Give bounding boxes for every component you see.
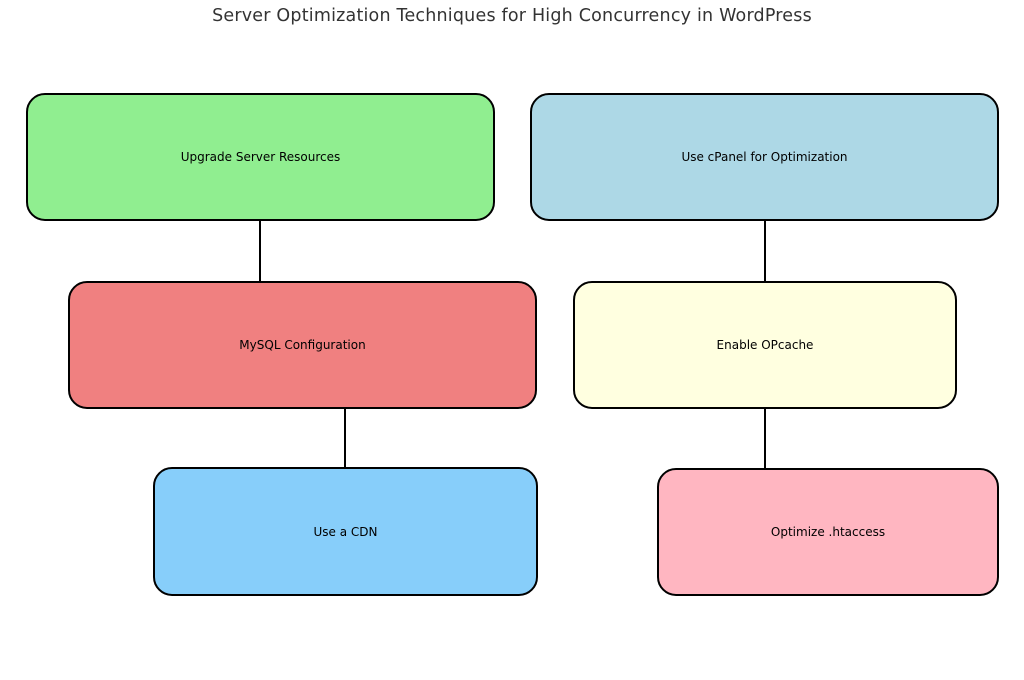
node-mysql-configuration: MySQL Configuration xyxy=(68,281,537,409)
node-use-cpanel-for-optimization: Use cPanel for Optimization xyxy=(530,93,999,221)
node-label: Enable OPcache xyxy=(716,338,814,352)
diagram-title: Server Optimization Techniques for High … xyxy=(212,6,812,26)
node-upgrade-server-resources: Upgrade Server Resources xyxy=(26,93,495,221)
node-label: Upgrade Server Resources xyxy=(180,150,341,164)
node-label: Use a CDN xyxy=(313,524,378,539)
node-enable-opcache: Enable OPcache xyxy=(573,281,957,409)
node-label: MySQL Configuration xyxy=(239,338,366,352)
node-use-a-cdn: Use a CDN xyxy=(153,467,538,596)
node-label: Use cPanel for Optimization xyxy=(681,150,848,164)
node-label: Optimize .htaccess xyxy=(770,525,886,539)
node-optimize-htaccess: Optimize .htaccess xyxy=(657,468,999,596)
